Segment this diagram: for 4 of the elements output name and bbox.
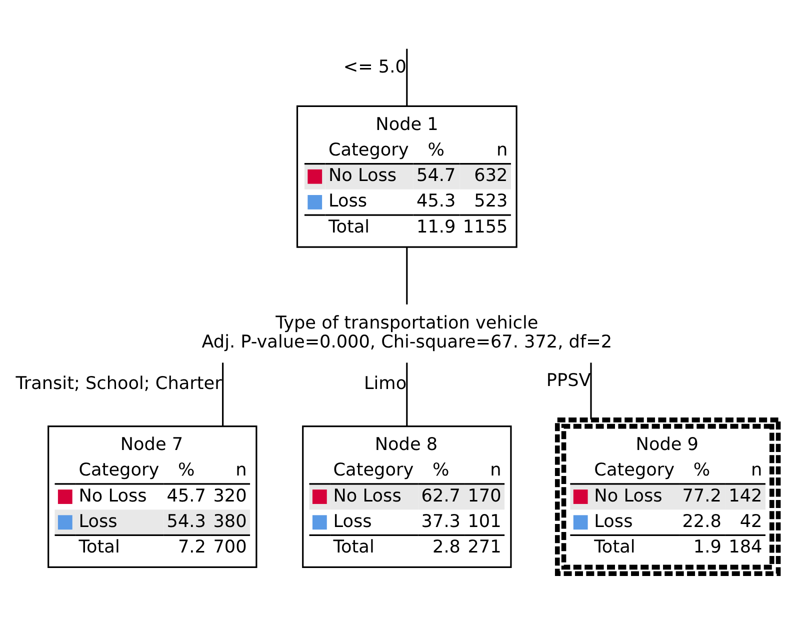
node-text: Type of transportation vehicle Adj. P-value=0.000, Chi-square=67. 372, df=2 bbox=[202, 313, 612, 353]
edge-label: <= 5.0 bbox=[343, 57, 406, 78]
edge-label: Transit; School; Charter bbox=[16, 374, 222, 394]
edge-label: Limo bbox=[364, 374, 407, 394]
